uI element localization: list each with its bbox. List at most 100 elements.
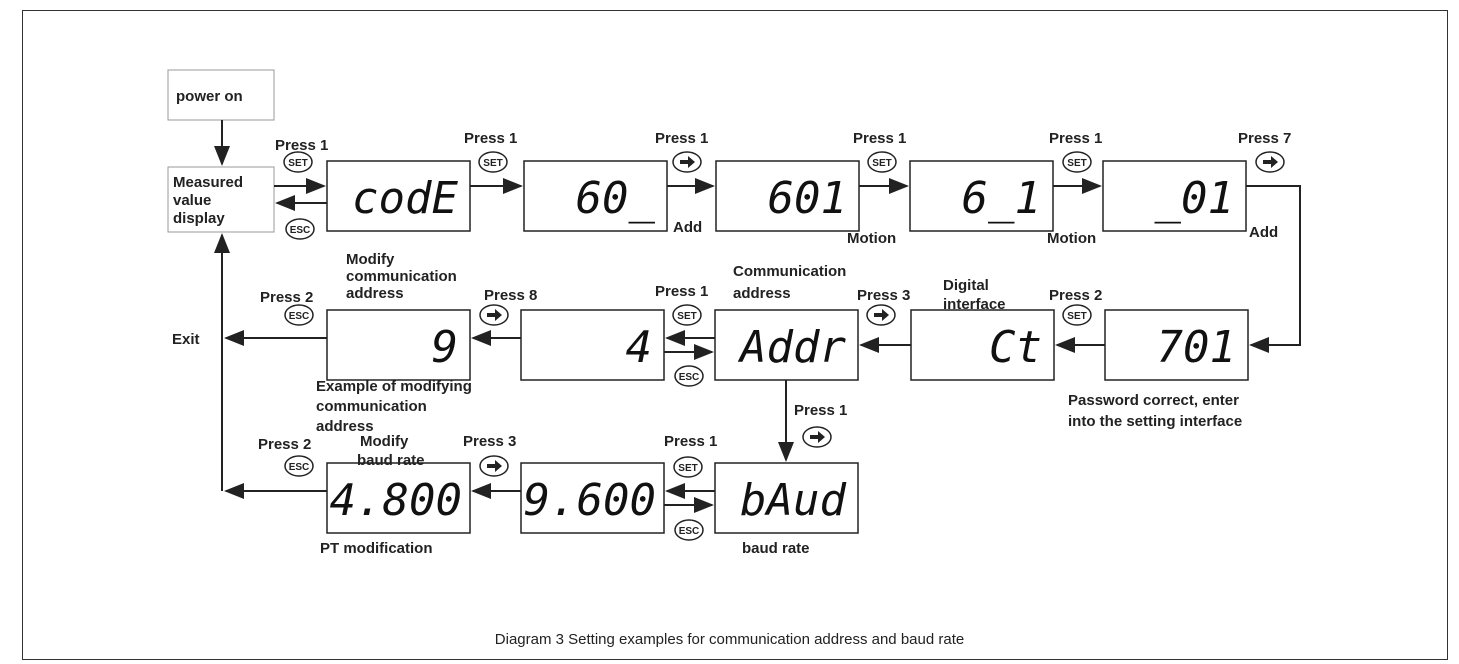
lcd-60 — [523, 160, 668, 232]
press-label-addr: Press 1 — [655, 283, 708, 300]
set-button-text: SET — [677, 311, 696, 322]
press-label-60: Press 1 — [464, 130, 517, 147]
esc-button-text: ESC — [290, 225, 311, 236]
esc-button-text: ESC — [679, 372, 700, 383]
lcd-4-text: 4 — [626, 322, 653, 373]
set-button-icon-3: SET — [867, 151, 897, 173]
exit-label: Exit — [172, 331, 200, 348]
right-arrow-button-icon-3 — [479, 304, 509, 326]
lcd-9 — [326, 309, 471, 381]
modify-baud-label-2: baud rate — [357, 452, 425, 469]
right-arrow-button-icon-6 — [479, 455, 509, 477]
lcd-code-text: codE — [352, 173, 458, 224]
motion-label-1: Motion — [847, 230, 896, 247]
flow-diagram: power on Measured value display codE 60_… — [167, 69, 1301, 557]
esc-button-icon-1: ESC — [285, 218, 315, 240]
lcd-4800 — [326, 462, 471, 534]
press-label-701b: Press 2 — [1049, 287, 1102, 304]
comm-label-2: address — [733, 285, 791, 302]
measured-label-line2: value — [173, 192, 211, 209]
set-button-text: SET — [872, 158, 891, 169]
modify-comm-label-2: communication — [346, 268, 457, 285]
press-label-_01: Press 1 — [1049, 130, 1102, 147]
modify-comm-label-3: address — [346, 285, 404, 302]
lcd-code — [326, 160, 471, 232]
esc-button-text: ESC — [679, 526, 700, 537]
add-label-1: Add — [673, 219, 702, 236]
lcd-_01 — [1102, 160, 1247, 232]
lcd-baud-text: bAud — [740, 475, 846, 526]
add-label-2: Add — [1249, 224, 1278, 241]
esc-button-icon-5: ESC — [674, 519, 704, 541]
set-button-text: SET — [1067, 158, 1086, 169]
power-on-label: power on — [176, 88, 243, 105]
measured-value-box — [167, 166, 275, 233]
password-label-2: into the setting interface — [1068, 413, 1242, 430]
set-button-icon-6: SET — [1062, 304, 1092, 326]
lcd-6_1 — [909, 160, 1054, 232]
set-button-icon-4: SET — [1062, 151, 1092, 173]
lcd-_01-text: _01 — [1155, 173, 1234, 224]
lcd-601 — [715, 160, 860, 232]
press-label-6_1: Press 1 — [853, 130, 906, 147]
lcd-4 — [520, 309, 665, 381]
lcd-baud — [714, 462, 859, 534]
modify-comm-label-1: Modify — [346, 251, 395, 268]
measured-label-line1: Measured — [173, 174, 243, 191]
lcd-60-text: 60_ — [576, 173, 656, 224]
digital-label-1: Digital — [943, 277, 989, 294]
press-label-4800: Press 2 — [258, 436, 311, 453]
set-button-text: SET — [1067, 311, 1086, 322]
lcd-addr — [714, 309, 859, 381]
esc-button-text: ESC — [289, 462, 310, 473]
set-button-icon-2: SET — [478, 151, 508, 173]
example-label-1: Example of modifying — [316, 378, 472, 395]
example-label-3: address — [316, 418, 374, 435]
press-label-601: Press 1 — [655, 130, 708, 147]
lcd-9-text: 9 — [432, 322, 459, 373]
esc-button-text: ESC — [289, 311, 310, 322]
right-arrow-button-icon-5 — [802, 426, 832, 448]
motion-label-2: Motion — [1047, 230, 1096, 247]
press-label-baud-down: Press 1 — [794, 402, 847, 419]
set-button-text: SET — [678, 463, 697, 474]
lcd-ct-text: Ct — [989, 322, 1042, 373]
diagram-caption: Diagram 3 Setting examples for communica… — [494, 631, 965, 648]
comm-label-1: Communication — [733, 263, 846, 280]
example-label-2: communication — [316, 398, 427, 415]
lcd-4800-text: 4.800 — [330, 475, 462, 526]
press-label-baud: Press 1 — [664, 433, 717, 450]
esc-button-icon-2: ESC — [284, 304, 314, 326]
press-label-4: Press 8 — [484, 287, 537, 304]
password-label-1: Password correct, enter — [1068, 392, 1239, 409]
set-button-icon-7: SET — [673, 456, 703, 478]
pt-modification-label: PT modification — [320, 540, 433, 557]
set-button-icon-5: SET — [672, 304, 702, 326]
set-button-icon-1: SET — [283, 151, 313, 173]
baud-rate-label: baud rate — [742, 540, 810, 557]
measured-label-line3: display — [173, 210, 225, 227]
right-arrow-button-icon-2 — [1255, 151, 1285, 173]
right-arrow-button-icon-1 — [672, 151, 702, 173]
arrow-_01-to-701 — [1246, 185, 1301, 353]
lcd-601-text: 601 — [768, 173, 847, 224]
digital-label-2: interface — [943, 296, 1006, 313]
lcd-9600 — [520, 462, 665, 534]
lcd-6_1-text: 6_1 — [962, 173, 1041, 224]
lcd-9600-text: 9.600 — [524, 475, 656, 526]
lcd-addr-text: Addr — [737, 322, 846, 373]
diagram-frame — [22, 10, 1448, 660]
lcd-701-text: 701 — [1157, 322, 1236, 373]
esc-button-icon-3: ESC — [674, 365, 704, 387]
right-arrow-button-icon-4 — [866, 304, 896, 326]
modify-baud-label-1: Modify — [360, 433, 409, 450]
set-button-text: SET — [483, 158, 502, 169]
press-label-code: Press 1 — [275, 137, 328, 154]
press-label-ct: Press 3 — [857, 287, 910, 304]
esc-button-icon-4: ESC — [284, 455, 314, 477]
set-button-text: SET — [288, 158, 307, 169]
press-label-701: Press 7 — [1238, 130, 1291, 147]
press-label-9: Press 2 — [260, 289, 313, 306]
lcd-ct — [910, 309, 1055, 381]
press-label-9600: Press 3 — [463, 433, 516, 450]
